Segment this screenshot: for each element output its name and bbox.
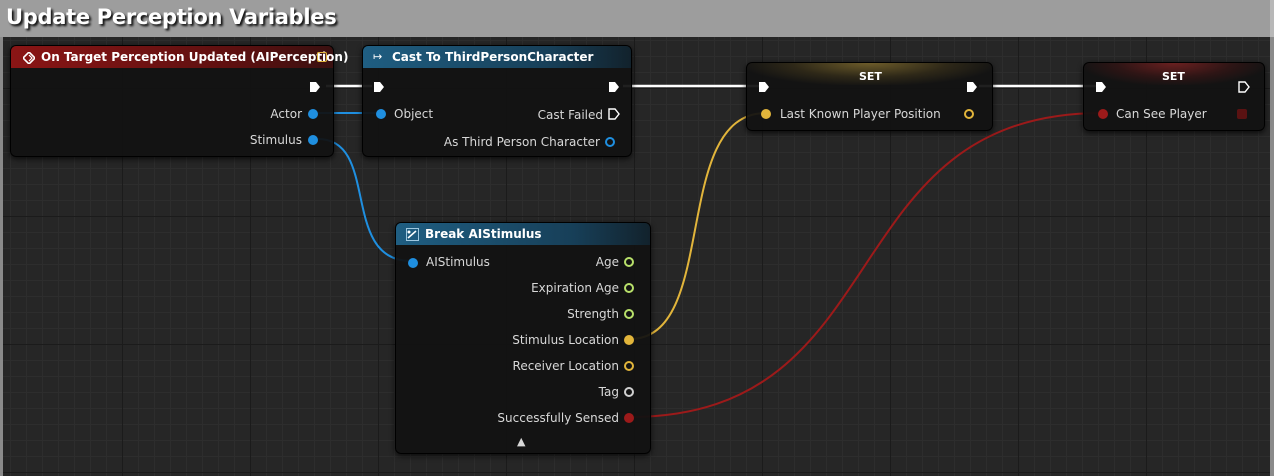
pin-label-tag: Tag (598, 385, 619, 399)
as-character-pin[interactable] (605, 137, 615, 147)
object-pin[interactable] (376, 109, 386, 119)
location-value-out-pin[interactable] (964, 109, 974, 119)
node-title: Break AIStimulus (425, 227, 542, 241)
node-header (363, 46, 631, 68)
stimulus-location-pin[interactable] (624, 335, 634, 345)
exec-in-pin[interactable] (1095, 81, 1107, 93)
strength-pin[interactable] (624, 309, 634, 319)
pin-label-actor: Actor (270, 107, 302, 121)
can-see-value-out-pin[interactable] (1237, 109, 1247, 119)
pin-label-as-third-person-character: As Third Person Character (443, 135, 600, 149)
location-value-in-pin[interactable] (761, 109, 771, 119)
pin-label-successfully-sensed: Successfully Sensed (497, 411, 619, 425)
exec-out-pin[interactable] (608, 81, 620, 93)
pin-label-aistimulus: AIStimulus (426, 255, 490, 269)
pin-label-receiver-location: Receiver Location (512, 359, 619, 373)
node-header (1084, 63, 1264, 85)
aistimulus-input-pin[interactable] (408, 258, 418, 268)
pin-label-object: Object (394, 107, 434, 121)
expiration-age-pin[interactable] (624, 283, 634, 293)
cast-failed-exec-pin[interactable] (608, 108, 620, 120)
comment-title: Update Perception Variables (6, 5, 337, 29)
successfully-sensed-pin[interactable] (624, 413, 634, 423)
stimulus-pin[interactable] (308, 135, 318, 145)
bool-wire-sensed (629, 112, 1103, 418)
exec-out-pin[interactable] (1238, 81, 1250, 93)
node-title: SET (1162, 70, 1185, 83)
break-struct-icon (406, 228, 419, 241)
tag-pin[interactable] (624, 387, 634, 397)
node-on-target-perception-updated[interactable]: On Target Perception Updated (AIPercepti… (10, 45, 348, 157)
comment-box-header[interactable]: Update Perception Variables (0, 0, 1274, 37)
pin-label-cast-failed: Cast Failed (537, 108, 603, 122)
node-title: Cast To ThirdPersonCharacter (392, 50, 594, 64)
comment-box-border-left (0, 37, 3, 476)
receiver-location-pin[interactable] (624, 361, 634, 371)
delegate-pin-icon[interactable] (317, 52, 327, 62)
node-header (11, 46, 333, 68)
exec-out-pin[interactable] (309, 81, 321, 93)
node-cast-to-third-person-character[interactable]: ↦ Cast To ThirdPersonCharacter Object Ca… (362, 45, 632, 157)
event-diamond-icon (23, 52, 35, 64)
exec-in-pin[interactable] (758, 81, 770, 93)
pin-label-last-known-player-position: Last Known Player Position (780, 107, 941, 121)
node-header (396, 223, 650, 245)
node-title: SET (859, 70, 882, 83)
actor-pin[interactable] (308, 109, 318, 119)
pin-label-stimulus-location: Stimulus Location (512, 333, 619, 347)
cast-arrow-icon: ↦ (373, 50, 383, 63)
can-see-value-in-pin[interactable] (1098, 109, 1108, 119)
node-title: On Target Perception Updated (AIPercepti… (41, 50, 349, 64)
pin-label-stimulus: Stimulus (249, 133, 302, 147)
node-header (747, 63, 992, 85)
pin-label-can-see-player: Can See Player (1116, 107, 1207, 121)
expand-arrow-icon[interactable]: ▲ (517, 435, 526, 448)
node-set-last-known-player-position[interactable]: SET Last Known Player Position (746, 62, 993, 131)
node-set-can-see-player[interactable]: SET Can See Player (1083, 62, 1265, 131)
comment-box-border-right (1270, 37, 1274, 476)
exec-in-pin[interactable] (373, 81, 385, 93)
pin-label-age: Age (595, 255, 619, 269)
pin-label-expiration-age: Expiration Age (531, 281, 619, 295)
exec-out-pin[interactable] (966, 81, 978, 93)
pin-label-strength: Strength (567, 307, 619, 321)
age-pin[interactable] (624, 257, 634, 267)
node-break-aistimulus[interactable]: Break AIStimulus AIStimulus Age Expirati… (395, 222, 651, 454)
